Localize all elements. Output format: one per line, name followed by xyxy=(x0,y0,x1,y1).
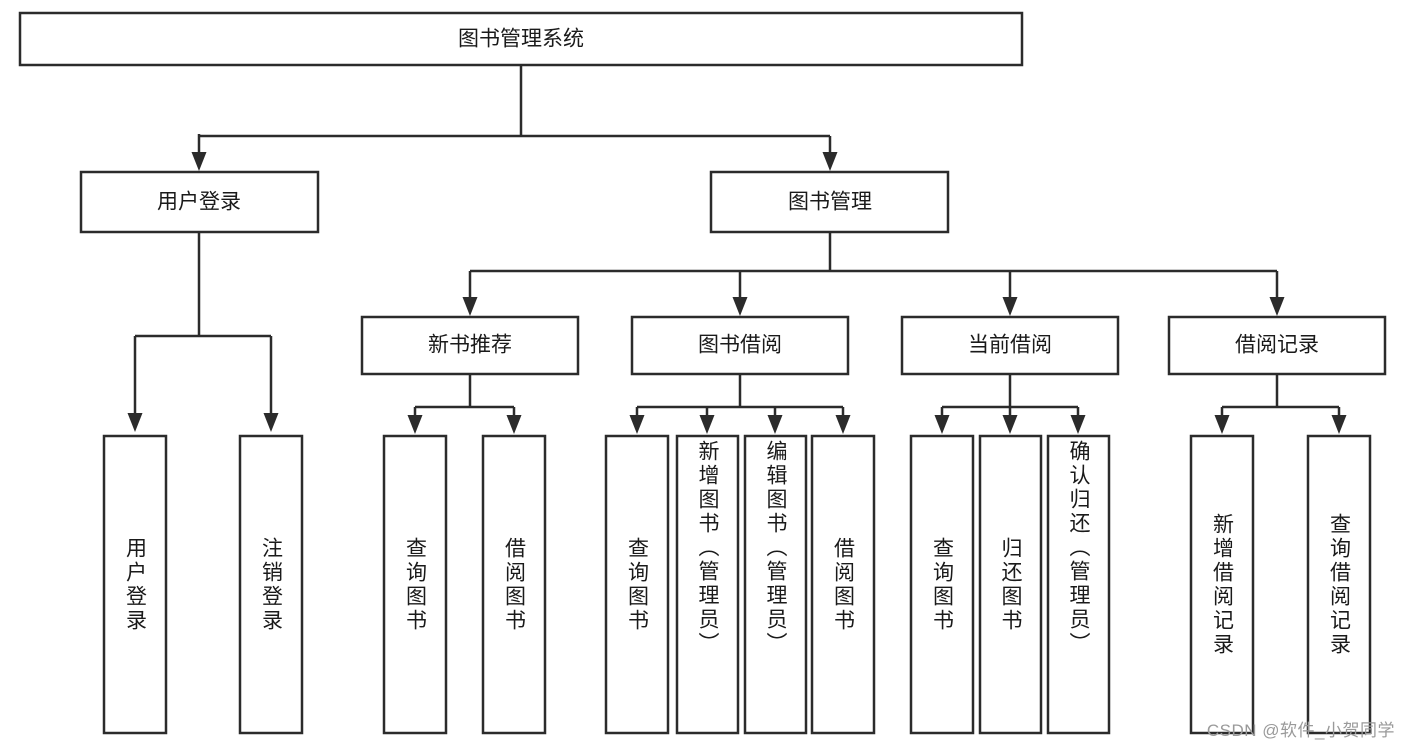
node-borrow-record-label: 借阅记录 xyxy=(1235,334,1319,357)
node-root[interactable]: 图书管理系统 xyxy=(18,11,1024,67)
arrowhead-leaf-new-book-1 xyxy=(407,415,423,434)
node-new-book-recommend-label: 新书推荐 xyxy=(428,334,512,357)
leaf-box-book-borrow-1[interactable] xyxy=(604,434,670,735)
leaf-box-new-book-2[interactable] xyxy=(481,434,547,735)
arrowhead-leaf-user-login-2 xyxy=(263,413,279,432)
node-book-manage[interactable]: 图书管理 xyxy=(709,170,950,234)
leaf-box-book-borrow-2[interactable] xyxy=(675,434,740,735)
node-user-login[interactable]: 用户登录 xyxy=(79,170,320,234)
leaf-box-book-borrow-3[interactable] xyxy=(743,434,808,735)
node-root-label: 图书管理系统 xyxy=(458,28,584,51)
node-book-borrow[interactable]: 图书借阅 xyxy=(630,315,850,376)
arrowhead-book-manage xyxy=(822,152,838,171)
arrowhead-leaf-book-borrow-1 xyxy=(629,415,645,434)
node-book-manage-box[interactable] xyxy=(709,170,950,234)
arrowhead-leaf-new-book-2 xyxy=(506,415,522,434)
leaf-box-current-borrow-2[interactable] xyxy=(978,434,1043,735)
leaf-box-borrow-record-1[interactable] xyxy=(1189,434,1255,735)
node-book-manage-label: 图书管理 xyxy=(788,191,872,214)
leaf-box-current-borrow-1[interactable] xyxy=(909,434,975,735)
arrowhead-new-book-recommend xyxy=(462,297,478,316)
leaf-box-borrow-record-2[interactable] xyxy=(1306,434,1372,735)
arrowhead-leaf-current-borrow-2 xyxy=(1002,415,1018,434)
node-current-borrow-label: 当前借阅 xyxy=(968,334,1052,357)
leaf-box-book-borrow-4[interactable] xyxy=(810,434,876,735)
arrowhead-leaf-book-borrow-2 xyxy=(699,415,715,434)
arrowhead-book-borrow xyxy=(732,297,748,316)
node-root-box[interactable] xyxy=(18,11,1024,67)
arrowhead-user-login xyxy=(191,152,207,171)
arrowhead-leaf-borrow-record-2 xyxy=(1331,415,1347,434)
leaf-box-user-login-2[interactable] xyxy=(238,434,304,735)
node-current-borrow-box[interactable] xyxy=(900,315,1120,376)
node-book-borrow-box[interactable] xyxy=(630,315,850,376)
node-new-book-recommend-box[interactable] xyxy=(360,315,580,376)
arrowhead-leaf-current-borrow-1 xyxy=(934,415,950,434)
node-user-login-box[interactable] xyxy=(79,170,320,234)
connector-layer xyxy=(127,65,1347,434)
leaf-box-new-book-1[interactable] xyxy=(382,434,448,735)
leaf-box-layer xyxy=(102,434,1372,735)
arrowhead-leaf-borrow-record-1 xyxy=(1214,415,1230,434)
arrowhead-leaf-book-borrow-4 xyxy=(835,415,851,434)
node-borrow-record[interactable]: 借阅记录 xyxy=(1167,315,1387,376)
arrowhead-leaf-book-borrow-3 xyxy=(767,415,783,434)
node-current-borrow[interactable]: 当前借阅 xyxy=(900,315,1120,376)
arrowhead-leaf-current-borrow-3 xyxy=(1070,415,1086,434)
node-user-login-label: 用户登录 xyxy=(157,191,241,214)
arrowhead-leaf-user-login-1 xyxy=(127,413,143,432)
node-new-book-recommend[interactable]: 新书推荐 xyxy=(360,315,580,376)
arrowhead-current-borrow xyxy=(1002,297,1018,316)
node-book-borrow-label: 图书借阅 xyxy=(698,334,782,357)
leaf-box-user-login-1[interactable] xyxy=(102,434,168,735)
arrowhead-borrow-record xyxy=(1269,297,1285,316)
leaf-box-current-borrow-3[interactable] xyxy=(1046,434,1111,735)
node-borrow-record-box[interactable] xyxy=(1167,315,1387,376)
watermark-text: CSDN @软件_小贺同学 xyxy=(1206,721,1395,740)
